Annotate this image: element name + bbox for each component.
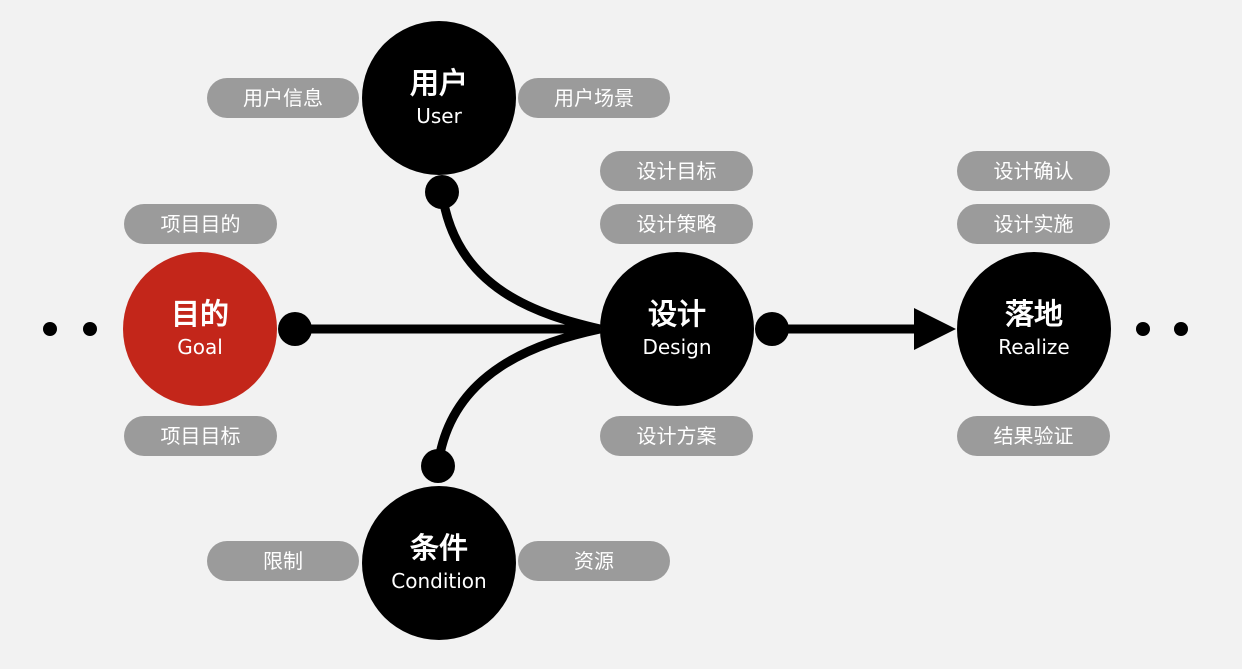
tag-condition-limits: 限制 (207, 541, 359, 581)
ellipsis-dot-right-1 (1136, 322, 1150, 336)
connector-dot-user (425, 175, 459, 209)
tag-user-info: 用户信息 (207, 78, 359, 118)
tag-goal-purpose: 项目目的 (124, 204, 277, 244)
node-goal: 目的 Goal (123, 252, 277, 406)
tag-design-strategy: 设计策略 (600, 204, 753, 244)
tag-realize-implement: 设计实施 (957, 204, 1110, 244)
node-realize-en: Realize (998, 334, 1070, 359)
user-to-design-curve (437, 191, 602, 334)
node-goal-en: Goal (177, 334, 223, 359)
node-user-zh: 用户 (409, 66, 468, 101)
node-user-en: User (416, 103, 462, 128)
connector-dot-design (755, 312, 789, 346)
tag-condition-resources: 资源 (518, 541, 670, 581)
tag-realize-confirm: 设计确认 (957, 151, 1110, 191)
node-condition-en: Condition (391, 568, 487, 593)
node-design-en: Design (642, 334, 712, 359)
connector-dot-condition (421, 449, 455, 483)
tag-realize-verify: 结果验证 (957, 416, 1110, 456)
node-condition-zh: 条件 (409, 531, 468, 566)
tag-user-scenario: 用户场景 (518, 78, 670, 118)
tag-design-goal: 设计目标 (600, 151, 753, 191)
node-design-zh: 设计 (647, 297, 706, 332)
node-design: 设计 Design (600, 252, 754, 406)
tag-design-plan: 设计方案 (600, 416, 753, 456)
connector-dot-goal (278, 312, 312, 346)
node-user: 用户 User (362, 21, 516, 175)
node-realize-zh: 落地 (1004, 297, 1063, 332)
node-realize: 落地 Realize (957, 252, 1111, 406)
ellipsis-dot-left-2 (83, 322, 97, 336)
tag-goal-objective: 项目目标 (124, 416, 277, 456)
ellipsis-dot-left-1 (43, 322, 57, 336)
node-condition: 条件 Condition (362, 486, 516, 640)
ellipsis-dot-right-2 (1174, 322, 1188, 336)
node-goal-zh: 目的 (170, 297, 229, 332)
arrowhead (914, 308, 956, 350)
condition-to-design-curve (433, 324, 601, 467)
